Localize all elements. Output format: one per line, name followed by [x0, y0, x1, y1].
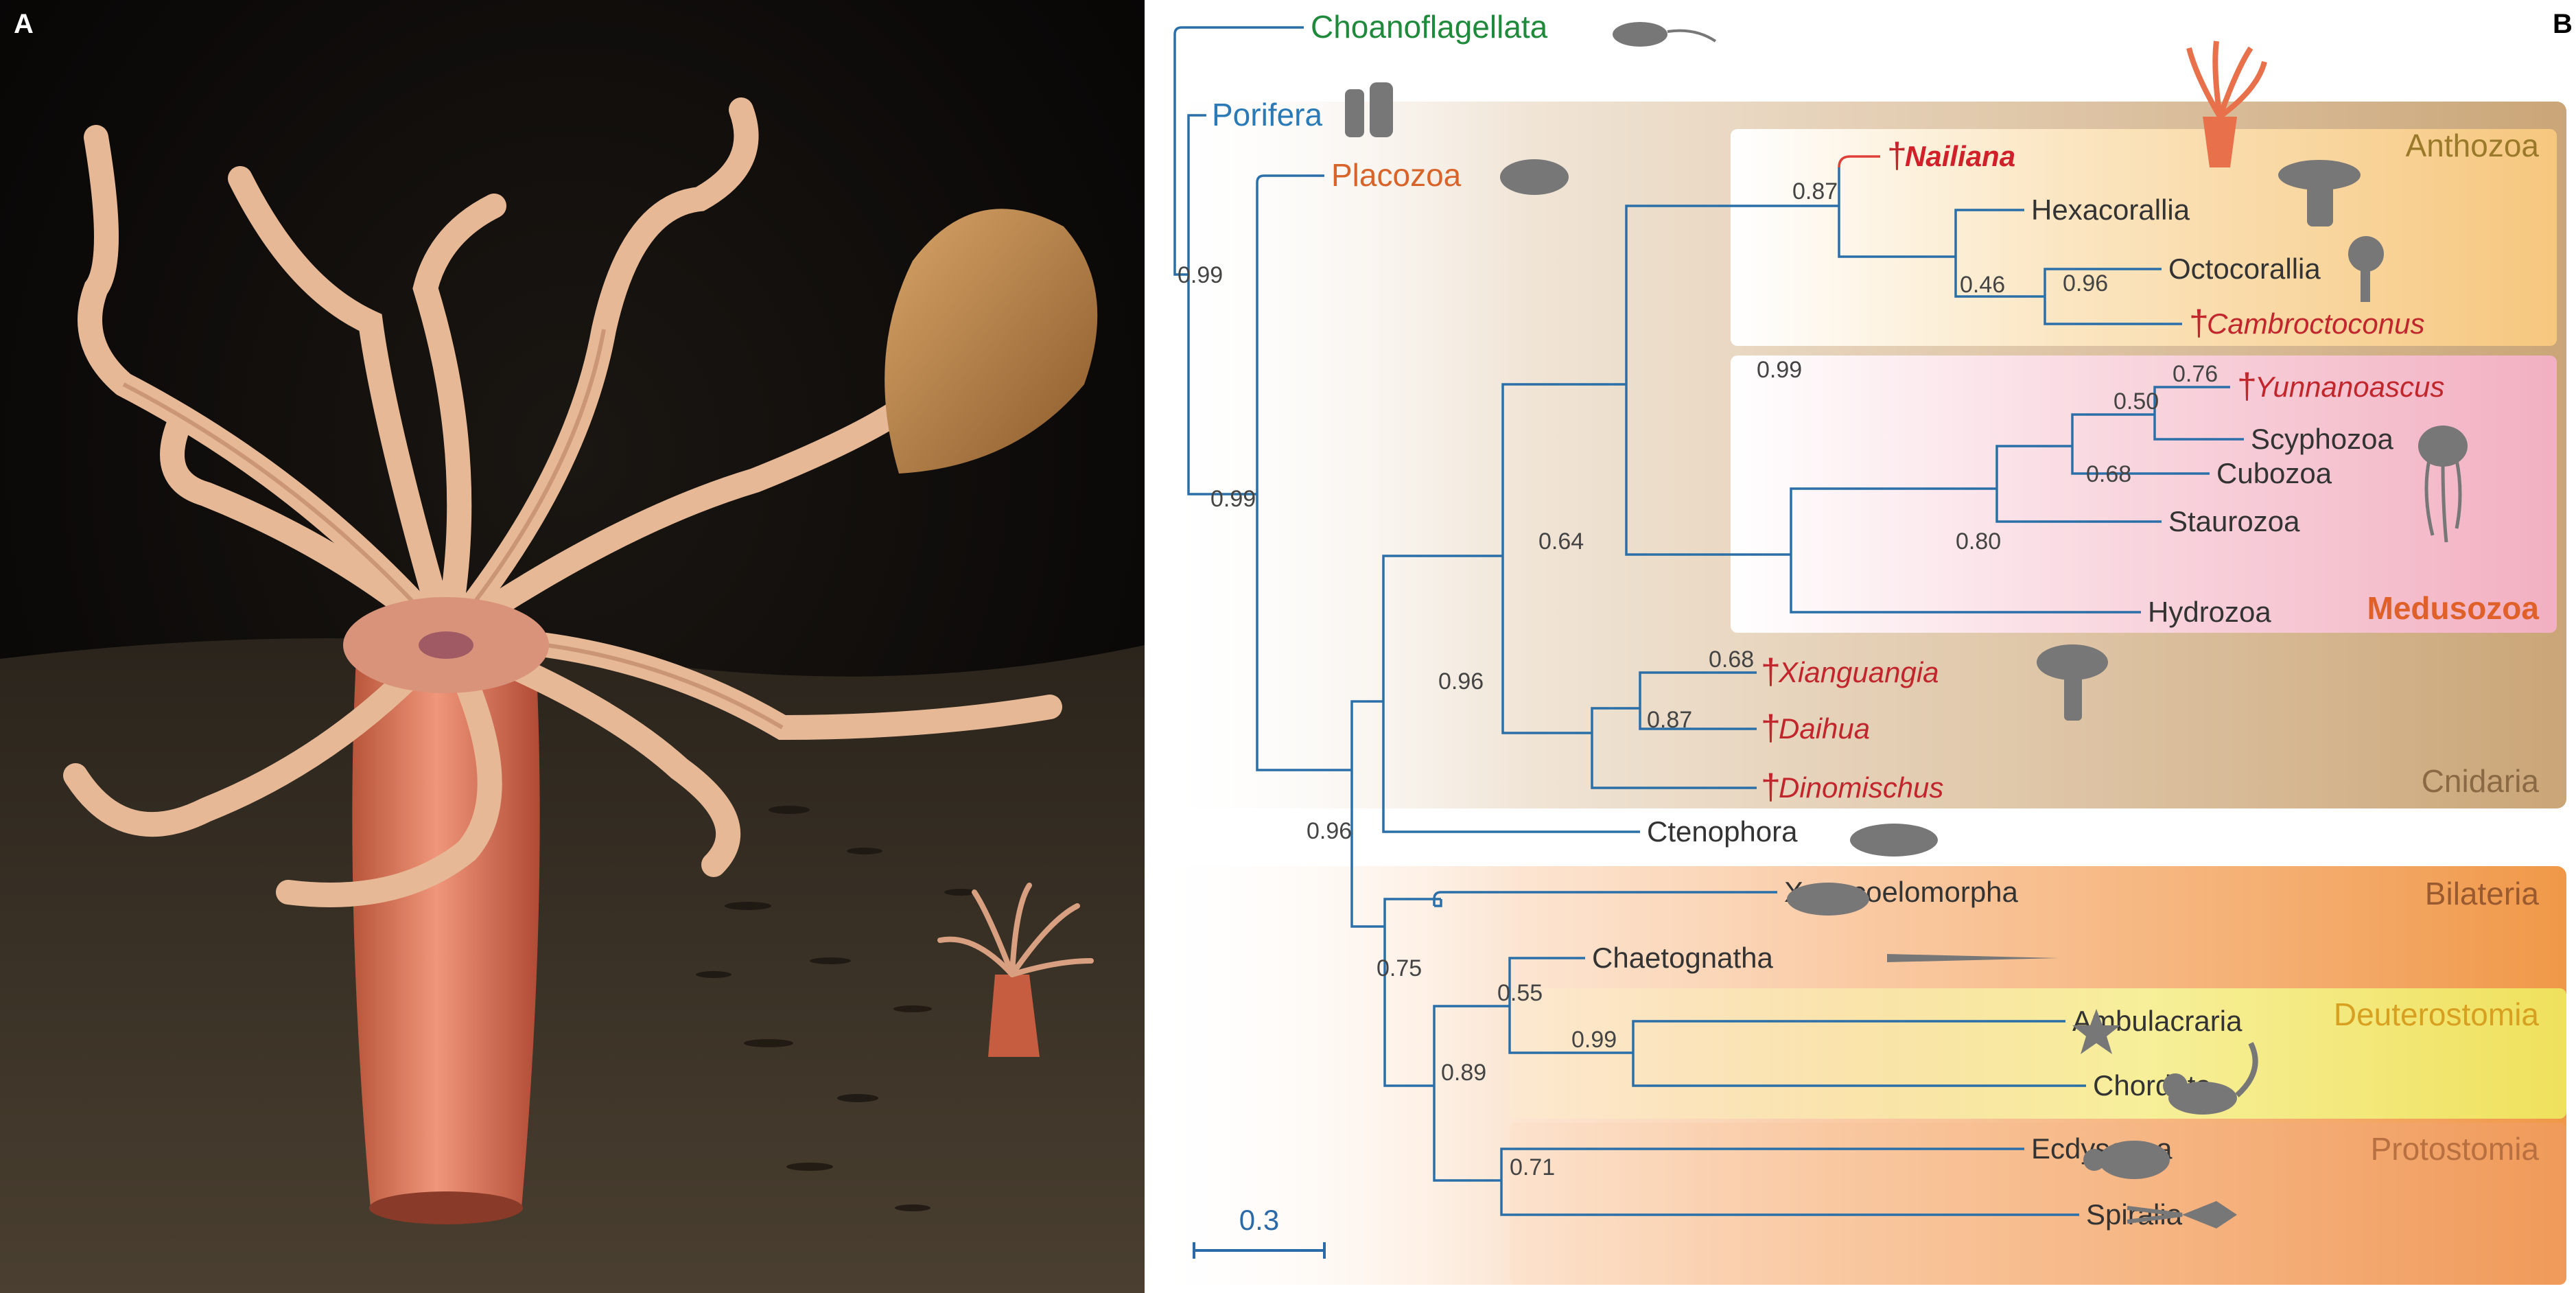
support-deutero-chaeto: 0.55 — [1497, 980, 1543, 1006]
support-anthozoa-medusozoa: 0.99 — [1757, 357, 1802, 383]
taxon-chaetognatha: Chaetognatha — [1592, 942, 1774, 974]
fossil-marker-yunnanoascus: † — [2237, 366, 2257, 406]
taxon-yunnanoascus: Yunnanoascus — [2255, 371, 2444, 403]
support-xian-daihua: 0.68 — [1709, 646, 1754, 673]
sponge-icon — [1345, 82, 1393, 137]
panel-b-label: B — [2553, 9, 2573, 39]
panel-a-illustration: A — [0, 0, 1145, 1293]
seafloor — [0, 638, 1145, 1293]
support-ctenophora-node: 0.96 — [1438, 668, 1484, 695]
nailiana-icon — [2186, 40, 2267, 167]
fossil-marker-daihua: † — [1761, 708, 1781, 748]
support-deuterostomia: 0.99 — [1571, 1027, 1617, 1053]
scale-bar-label: 0.3 — [1239, 1204, 1279, 1236]
taxon-xianguangia: Xianguangia — [1778, 656, 1939, 688]
tree-branches — [1173, 26, 2244, 1216]
taxon-ctenophora: Ctenophora — [1647, 815, 1798, 848]
distant-polyp — [937, 883, 1094, 1057]
protostomia-box — [1510, 1123, 2566, 1285]
scale-bar: 0.3 — [1193, 1204, 1326, 1259]
beetle-icon — [2083, 1141, 2170, 1179]
taxon-cambroctoconus: Cambroctoconus — [2207, 307, 2424, 340]
group-label-medusozoa: Medusozoa — [2367, 590, 2540, 626]
support-anthozoa: 0.87 — [1792, 178, 1838, 205]
support-porifera-node: 0.99 — [1210, 486, 1256, 512]
taxon-placozoa: Placozoa — [1331, 157, 1462, 193]
starfish-icon — [2072, 1009, 2120, 1054]
support-octo-cambro: 0.96 — [2063, 270, 2108, 296]
medusozoa-box — [1731, 356, 2557, 633]
taxon-nailiana: Nailiana — [1905, 140, 2015, 172]
support-placozoa-node: 0.96 — [1307, 818, 1352, 844]
taxon-octocorallia: Octocorallia — [2168, 253, 2321, 285]
stalk-base — [369, 1191, 523, 1224]
mouth — [419, 631, 473, 659]
silhouettes — [1345, 22, 2468, 1228]
prey-hyolith — [885, 209, 1098, 474]
support-hexa-octo: 0.46 — [1960, 272, 2005, 298]
group-label-protostomia: Protostomia — [2371, 1131, 2540, 1167]
chaetognath-icon — [1887, 954, 2059, 962]
panel-a-label: A — [14, 9, 34, 39]
jellyfish-icon — [2418, 426, 2468, 543]
support-nephrozoa: 0.89 — [1441, 1060, 1486, 1086]
sea-anemone-icon — [2278, 160, 2361, 226]
placozoan-icon — [1500, 159, 1569, 195]
taxon-scyphozoa: Scyphozoa — [2251, 423, 2393, 455]
fossil-marker-xianguangia: † — [1761, 652, 1781, 692]
group-label-cnidaria: Cnidaria — [2422, 763, 2540, 799]
support-yunnan-scypho: 0.76 — [2173, 361, 2218, 387]
choanoflagellate-icon — [1613, 22, 1717, 47]
taxon-staurozoa: Staurozoa — [2168, 505, 2300, 537]
ctenophore-icon — [1850, 824, 1938, 857]
xenacoelomorph-icon — [1787, 883, 1869, 916]
fossil-marker-cambroctoconus: † — [2189, 303, 2209, 343]
support-cnidaria-node: 0.64 — [1538, 528, 1584, 555]
support-medusozoa: 0.80 — [1956, 528, 2001, 555]
support-fossil-clade: 0.87 — [1647, 707, 1692, 733]
taxon-dinomischus: Dinomischus — [1779, 771, 1943, 804]
support-scypho-cubo: 0.50 — [2114, 388, 2159, 415]
group-label-anthozoa: Anthozoa — [2406, 128, 2540, 163]
support-root: 0.99 — [1178, 262, 1223, 288]
sediment-specks — [696, 806, 977, 1211]
primate-icon — [2163, 1042, 2258, 1115]
xianguangia-icon — [2037, 644, 2108, 721]
taxon-hexacorallia: Hexacorallia — [2031, 194, 2190, 226]
group-label-bilateria: Bilateria — [2425, 876, 2540, 911]
taxon-cubozoa: Cubozoa — [2216, 457, 2332, 489]
support-bilateria: 0.75 — [1377, 955, 1422, 981]
taxon-hydrozoa: Hydrozoa — [2148, 596, 2271, 628]
panel-b-tree: Anthozoa Medusozoa Cnidaria Bilateria De… — [1145, 0, 2576, 1293]
taxon-daihua: Daihua — [1779, 712, 1870, 745]
support-cubo-scypho: 0.68 — [2086, 461, 2131, 487]
taxon-porifera: Porifera — [1212, 97, 1322, 132]
taxon-choanoflagellata: Choanoflagellata — [1311, 9, 1548, 45]
fossil-marker-nailiana: † — [1887, 136, 1907, 176]
group-label-deuterostomia: Deuterostomia — [2334, 997, 2540, 1032]
squid-icon — [2127, 1201, 2237, 1228]
fossil-marker-dinomischus: † — [1761, 767, 1781, 807]
nailiana-stalk — [352, 645, 540, 1218]
support-protostomia: 0.71 — [1510, 1154, 1555, 1180]
octocoral-icon — [2348, 236, 2384, 302]
